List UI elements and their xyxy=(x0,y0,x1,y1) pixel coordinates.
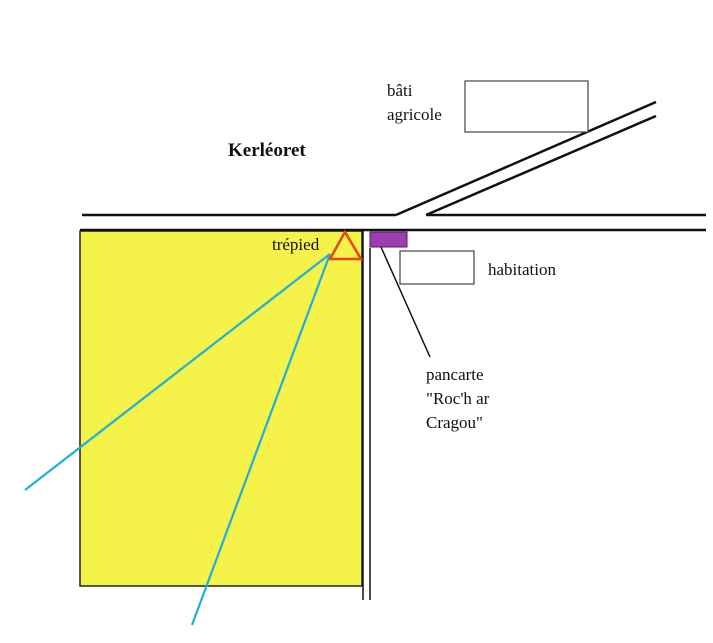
field-area xyxy=(79,230,363,587)
sight-line-1 xyxy=(24,253,331,491)
tripod-icon xyxy=(327,229,364,261)
farm-building-label-2: agricole xyxy=(387,105,442,124)
place-name-label: Kerléoret xyxy=(228,140,306,161)
house-label: habitation xyxy=(488,260,556,279)
sight-line-2 xyxy=(190,253,332,626)
diagonal-road-edge-2 xyxy=(425,114,657,217)
sign-label-1: pancarte xyxy=(426,365,484,384)
sign-marker xyxy=(369,231,408,248)
sign-label-3: Cragou" xyxy=(426,413,483,432)
house-box xyxy=(399,250,475,285)
sign-label-2: "Roc'h ar xyxy=(426,389,490,408)
sign-leader-line xyxy=(380,246,431,358)
farm-building-label-1: bâti xyxy=(387,81,413,100)
farm-building-box xyxy=(464,80,589,133)
diagonal-road-edge-1 xyxy=(395,100,657,217)
tripod-label: trépied xyxy=(272,235,320,254)
